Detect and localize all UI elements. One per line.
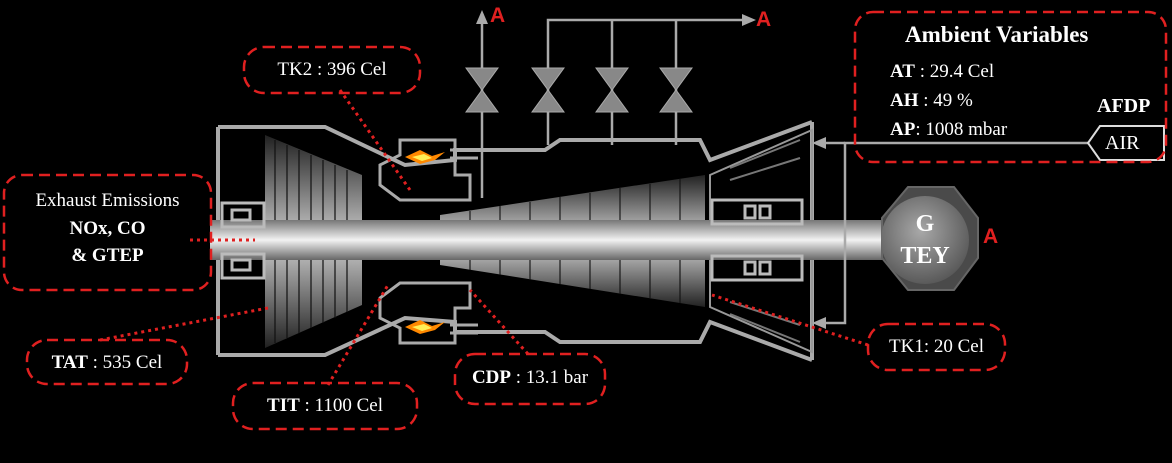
exhaust-line3: & GTEP [71, 245, 144, 266]
generator-g-label: G [915, 211, 935, 237]
ambient-ap-value: : 1008 mbar [915, 119, 1008, 140]
tk2-label: TK2 : 396 Cel [277, 59, 387, 80]
air-intake-path [825, 141, 1088, 325]
tk1-box [866, 322, 1007, 372]
flame-icon [405, 320, 445, 334]
ambient-at: AT : 29.4 Cel [890, 61, 994, 83]
cdp-box [453, 352, 607, 406]
ambient-ah-key: AH [890, 90, 919, 111]
callout-borders [2, 10, 1168, 431]
air-tag [1086, 125, 1165, 161]
ambient-box [853, 10, 1168, 164]
exhaust-box [2, 173, 213, 292]
generator-tey-label: TEY [900, 243, 950, 269]
ambient-ap: AP: 1008 mbar [890, 119, 1007, 141]
tk2-box [242, 45, 422, 95]
marker-a-right: A [756, 8, 772, 31]
tat-value: : 535 Cel [87, 352, 163, 373]
cdp-value: : 13.1 bar [511, 367, 589, 388]
generator-icon [881, 196, 969, 284]
ambient-ap-key: AP [890, 119, 916, 140]
shaft [210, 220, 890, 260]
tit-label: TIT : 1100 Cel [233, 395, 417, 417]
combustion-chamber [378, 138, 478, 345]
arrow-up-icon [476, 10, 488, 24]
cdp-label: CDP : 13.1 bar [455, 367, 605, 389]
tk1-label: TK1: 20 Cel [889, 336, 984, 357]
front-bearing [710, 198, 804, 282]
tit-key: TIT [267, 395, 300, 416]
flame-icon [405, 150, 445, 164]
tat-key: TAT [51, 352, 88, 373]
cdp-key: CDP [471, 367, 511, 388]
tit-value: : 1100 Cel [299, 395, 383, 416]
callout-leaders [99, 89, 869, 386]
marker-a-top: A [490, 4, 506, 27]
exhaust-bearing [220, 201, 266, 280]
ambient-at-value: : 29.4 Cel [914, 61, 995, 82]
valve-icon [465, 67, 693, 113]
tat-box [25, 338, 189, 386]
ambient-ah: AH : 49 % [890, 90, 973, 112]
arrow-left-icon [812, 137, 826, 149]
ambient-title: Ambient Variables [905, 22, 1089, 47]
exhaust-line2: NOx, CO [69, 218, 146, 239]
tat-label: TAT : 535 Cel [27, 352, 187, 374]
afdp-label: AFDP [1097, 95, 1151, 117]
arrow-left-icon [812, 317, 826, 329]
arrow-right-icon [742, 14, 756, 26]
marker-a-generator: A [983, 225, 999, 248]
air-label: AIR [1105, 132, 1140, 154]
ambient-ah-value: : 49 % [918, 90, 973, 111]
ambient-at-key: AT [890, 61, 915, 82]
exhaust-line1: Exhaust Emissions [35, 190, 180, 211]
tit-box [231, 381, 419, 431]
